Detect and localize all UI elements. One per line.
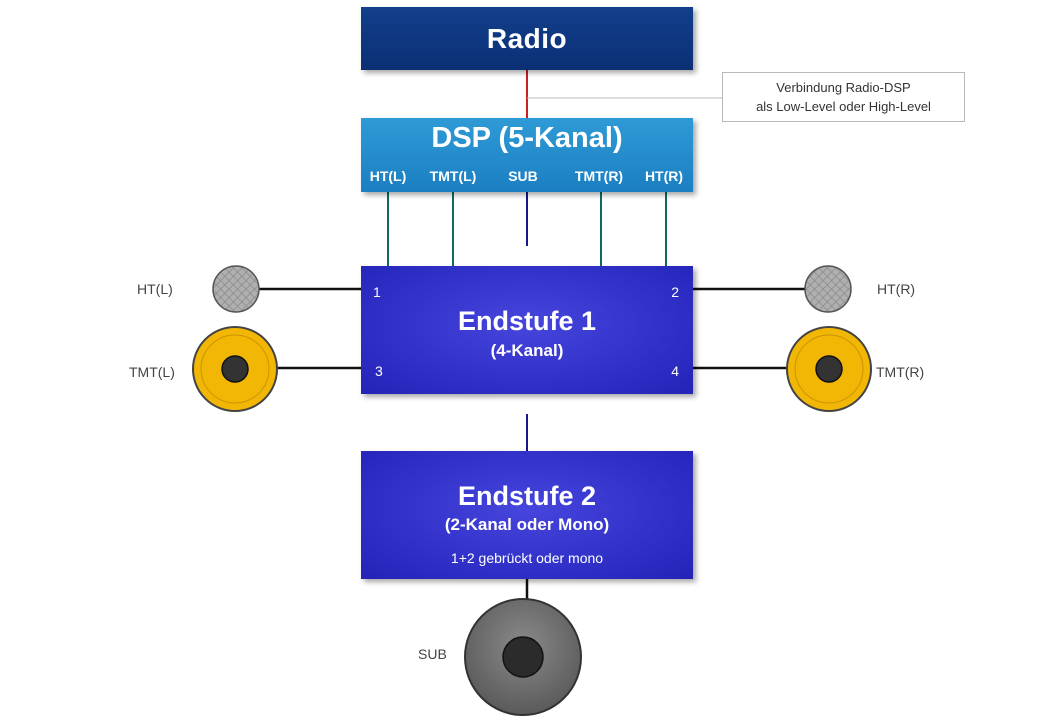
ht-right-label: HT(R)	[877, 281, 916, 297]
tweeter-left-icon	[212, 265, 260, 313]
radio-title: Radio	[486, 23, 568, 54]
midwoofer-right-icon	[786, 326, 872, 412]
dsp-channel-tmt-left: TMT(L)	[429, 168, 477, 184]
tmt-right-label: TMT(R)	[876, 364, 925, 380]
callout-line-1: Verbindung Radio-DSP	[776, 80, 911, 95]
radio-dsp-callout: Verbindung Radio-DSP als Low-Level oder …	[722, 72, 965, 122]
amp1-subtitle: (4-Kanal)	[490, 341, 564, 360]
amp1-title: Endstufe 1	[457, 306, 597, 336]
amp1-port-3: 3	[375, 363, 383, 379]
tweeter-right-icon	[804, 265, 852, 313]
midwoofer-left-icon	[192, 326, 278, 412]
radio-unit: Radio	[361, 7, 693, 70]
ht-left-label: HT(L)	[137, 281, 173, 297]
amp2-title: Endstufe 2	[457, 481, 597, 511]
dsp-channel-ht-left: HT(L)	[369, 168, 407, 184]
dsp-unit: DSP (5-Kanal) HT(L) TMT(L) SUB TMT(R) HT…	[361, 118, 693, 192]
dsp-channel-tmt-right: TMT(R)	[574, 168, 624, 184]
amp2-note: 1+2 gebrückt oder mono	[450, 550, 604, 566]
amp1-port-2: 2	[671, 284, 679, 300]
dsp-title: DSP (5-Kanal)	[431, 122, 623, 154]
callout-line-2: als Low-Level oder High-Level	[756, 99, 931, 114]
amp2-subtitle: (2-Kanal oder Mono)	[444, 515, 610, 534]
dsp-channel-sub: SUB	[508, 168, 538, 184]
amp1-port-1: 1	[373, 284, 381, 300]
tmt-left-label: TMT(L)	[129, 364, 175, 380]
amp1-port-4: 4	[671, 363, 679, 379]
amplifier-1: 1 2 Endstufe 1 (4-Kanal) 3 4	[361, 266, 693, 394]
sub-label: SUB	[418, 646, 447, 662]
subwoofer-icon	[464, 598, 582, 716]
dsp-channel-ht-right: HT(R)	[644, 168, 684, 184]
amplifier-2: Endstufe 2 (2-Kanal oder Mono) 1+2 gebrü…	[361, 451, 693, 579]
